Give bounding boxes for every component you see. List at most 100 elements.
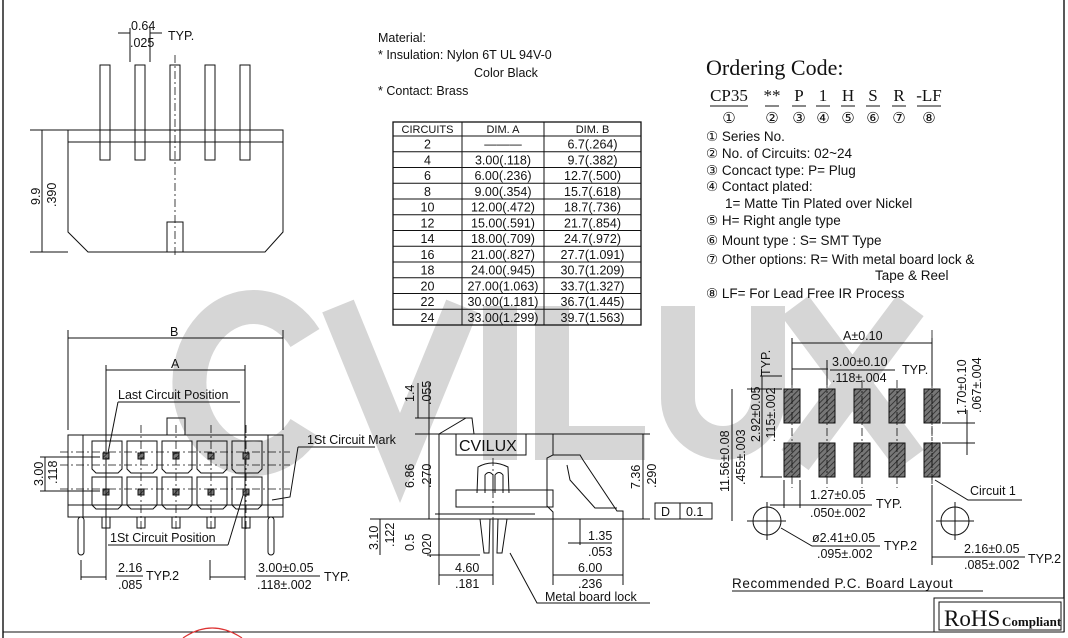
dim-020: .020 <box>420 534 434 558</box>
table-cell: 10 <box>421 201 435 215</box>
edge-note: TYP.2 <box>146 569 179 583</box>
table-border <box>392 121 642 326</box>
pin-stub <box>206 516 216 529</box>
row-pitch: 3.00 <box>32 462 46 486</box>
table-cell: 15.00(.591) <box>471 216 535 230</box>
dim-055: .055 <box>420 381 434 405</box>
ordering-item: ④ Contact plated: <box>706 179 813 194</box>
dim-3-10: 3.10 <box>367 526 381 550</box>
stamp-arc <box>182 627 243 638</box>
code-part: P <box>794 86 803 105</box>
code-number: ① <box>722 109 735 127</box>
watermark-letter-u <box>661 306 785 460</box>
pin-stub <box>241 516 251 529</box>
pcb-row: 2.92±0.05 <box>749 386 763 442</box>
dim-290: .290 <box>645 464 659 488</box>
dim-7-36: 7.36 <box>629 465 643 489</box>
table-cell: 27.7(1.091) <box>561 248 625 262</box>
circuit-cavity <box>161 440 193 474</box>
table-cell: 18.7(.736) <box>564 201 621 215</box>
compliant-text: Compliant <box>1002 614 1062 629</box>
dim-6-86: 6.86 <box>403 464 417 488</box>
table-cell: ——— <box>484 138 522 152</box>
circuit-cavity <box>231 440 263 474</box>
pcb-layout: A±0.10 3.00±0.10 .118±.004 TYP. 11.56±0.… <box>718 329 1061 592</box>
edge: 2.16 <box>118 561 142 575</box>
code-number: ⑧ <box>922 109 935 127</box>
material-contact: * Contact: Brass <box>378 84 468 98</box>
ordering-item: Tape & Reel <box>875 268 949 283</box>
code-part: R <box>893 86 905 105</box>
code-number: ④ <box>816 109 829 127</box>
flatness-value: 0.1 <box>686 505 703 519</box>
material-insulation: * Insulation: Nylon 6T UL 94V-0 <box>378 48 552 62</box>
circuit-cavity <box>91 440 123 474</box>
ordering-item: ② No. of Circuits: 02~24 <box>706 146 853 161</box>
circuit-cavity <box>126 440 158 474</box>
pcb-hole-in: .095±.002 <box>817 547 873 561</box>
dim-a: A <box>171 357 180 371</box>
pcb-pad-w-note: TYP. <box>876 497 902 511</box>
ordering-item: ③ Concact type: P= Plug <box>706 163 856 178</box>
pin-stub <box>101 516 111 529</box>
circuit-1-label: Circuit 1 <box>970 484 1016 498</box>
circuit-cavity <box>91 476 123 510</box>
circuit-cavity <box>231 476 263 510</box>
table-cell: 12 <box>421 216 435 230</box>
pcb-pitch-in: .118±.004 <box>832 371 887 385</box>
table-cell: 12.00(.472) <box>471 201 535 215</box>
row-pitch-in: .118 <box>46 461 60 484</box>
table-cell: 8 <box>424 185 431 199</box>
table-cell: 24 <box>421 311 435 325</box>
table-cell: 24.00(.945) <box>471 264 535 278</box>
pitch-note: TYP. <box>324 570 350 584</box>
ordering-item: ⑤ H= Right angle type <box>706 213 841 228</box>
pin-stub <box>171 516 181 529</box>
code-part: S <box>868 86 877 105</box>
pcb-pad-w: 1.27±0.05 <box>810 488 866 502</box>
table-header: CIRCUITS <box>402 124 454 136</box>
dim-0-5: 0.5 <box>403 534 417 551</box>
pitch-in: .118±.002 <box>257 578 312 592</box>
table-cell: 24.7(.972) <box>564 232 621 246</box>
pcb-row-in: .115±.002 <box>764 387 778 442</box>
circuit-cavity <box>196 476 228 510</box>
pin-width: 0.64 <box>131 19 155 33</box>
last-circuit-label: Last Circuit Position <box>118 388 229 402</box>
first-circuit-mark-label: 1St Circuit Mark <box>307 433 397 447</box>
pcb-dim-a: A±0.10 <box>843 329 883 343</box>
dim-181: .181 <box>455 577 479 591</box>
table-cell: 36.7(1.445) <box>561 295 625 309</box>
circuit-cavity <box>161 476 193 510</box>
pcb-pad-len-in: .067±.004 <box>970 357 984 413</box>
dim-053: .053 <box>588 545 612 559</box>
table-cell: 12.7(.500) <box>564 169 621 183</box>
pcb-hole-note: TYP.2 <box>884 539 917 553</box>
ordering-item: ① Series No. <box>706 129 785 144</box>
table-cell: 18.00(.709) <box>471 232 535 246</box>
table-cell: 33.7(1.327) <box>561 279 625 293</box>
pin-width-in: .025 <box>130 36 154 50</box>
rohs-text: RoHS <box>944 606 1000 631</box>
ordering-item: 1= Matte Tin Plated over Nickel <box>725 196 912 211</box>
pcb-total-in: .455±.003 <box>734 429 748 485</box>
flatness-symbol: D <box>661 505 670 519</box>
code-part: -LF <box>916 86 942 105</box>
dim-1-4: 1.4 <box>403 385 417 402</box>
dim-4-60: 4.60 <box>455 561 479 575</box>
pcb-hole-off-note: TYP.2 <box>1028 552 1061 566</box>
dim-122: .122 <box>383 523 397 547</box>
circuit-cavity <box>126 476 158 510</box>
code-number: ⑤ <box>841 109 854 127</box>
pcb-pitch: 3.00±0.10 <box>832 355 888 369</box>
metal-board-lock-label: Metal board lock <box>545 590 637 604</box>
table-cell: 33.00(1.299) <box>468 311 539 325</box>
table-cell: 27.00(1.063) <box>468 279 539 293</box>
height: 9.9 <box>29 188 43 205</box>
table-cell: 4 <box>424 153 431 167</box>
table-cell: 15.7(.618) <box>564 185 621 199</box>
code-number: ⑦ <box>892 109 905 127</box>
code-part: ** <box>764 86 781 105</box>
pcb-hole-off: 2.16±0.05 <box>964 542 1020 556</box>
